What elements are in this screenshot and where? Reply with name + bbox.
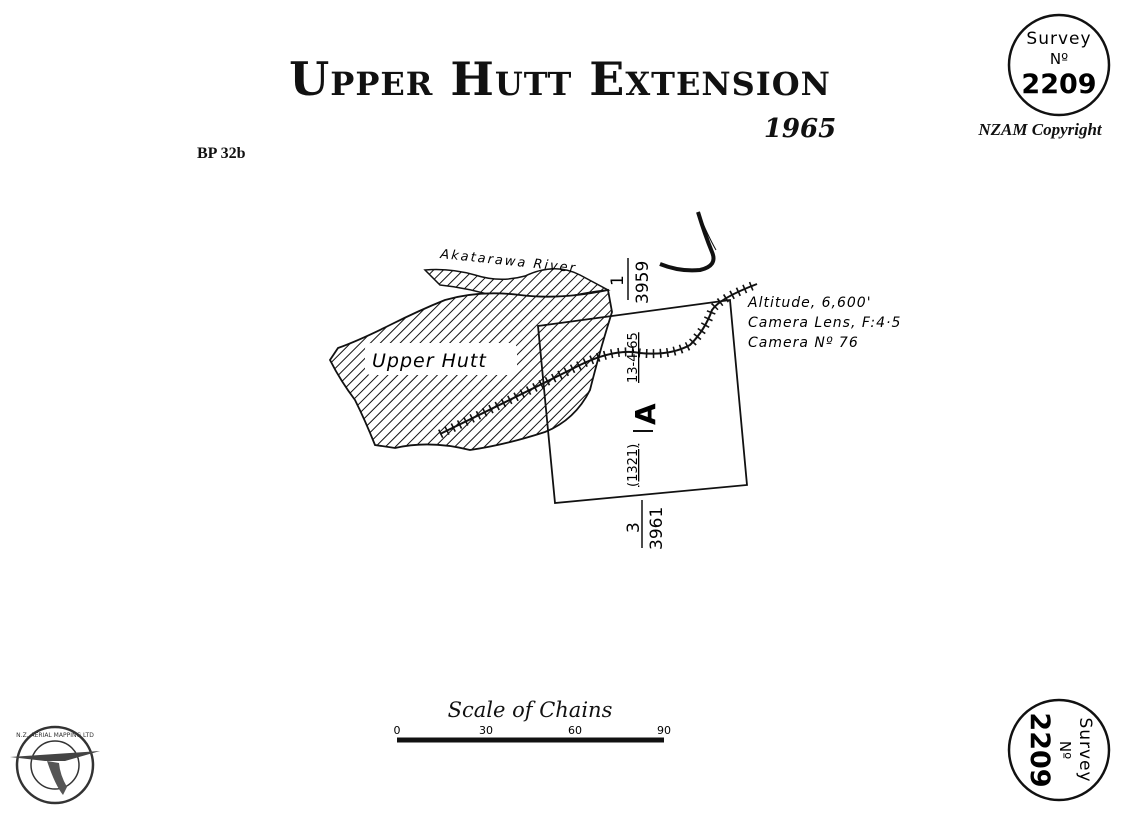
scale-tick-30: 30 (479, 724, 493, 737)
scale-tick-0: 0 (394, 724, 401, 737)
photo-coverage-frame (537, 298, 748, 504)
survey-stamp-bottom: Survey Nº 2209 (1007, 698, 1111, 802)
flight-camera-lens: Camera Lens, F:4·5 (748, 315, 901, 331)
stamp-top-number: 2209 (1021, 69, 1096, 100)
aerial-mapping-logo: N.Z. AERIAL MAPPING LTD (10, 725, 100, 805)
stamp-bottom-line1: Survey (1075, 717, 1095, 782)
photo-bottom-film: 3961 (647, 507, 667, 550)
logo-text: N.Z. AERIAL MAPPING LTD (16, 732, 94, 739)
photo-top-film: 3959 (633, 261, 653, 304)
stamp-top-line2: Nº (1050, 50, 1068, 68)
flight-date: 13-4-65 (626, 332, 641, 383)
stamp-bottom-line2: Nº (1056, 741, 1074, 759)
stamp-top-line1: Survey (1026, 29, 1091, 49)
photo-number-bottom: 3 3961 (624, 500, 667, 550)
flight-camera-number: Camera Nº 76 (748, 335, 859, 351)
flight-info: Altitude, 6,600' Camera Lens, F:4·5 Came… (747, 295, 901, 351)
railway-line (438, 279, 759, 439)
photo-bottom-number: 3 (624, 522, 644, 533)
photo-number-top: 1 3959 (608, 258, 653, 304)
run-number: (1321) (626, 444, 641, 487)
stamp-bottom-number: 2209 (1024, 712, 1055, 787)
flight-altitude: Altitude, 6,600' (747, 295, 872, 311)
town-label-background (365, 343, 517, 375)
map-title: Upper Hutt Extension (289, 52, 831, 106)
survey-stamp-top: Survey Nº 2209 (1007, 13, 1111, 117)
town-label: Upper Hutt (372, 350, 487, 372)
scale-tick-60: 60 (568, 724, 582, 737)
scale-bar: 0 30 60 90 (394, 724, 671, 743)
scale-tick-90: 90 (657, 724, 671, 737)
photo-top-number: 1 (608, 275, 628, 286)
map-year: 1965 (763, 114, 837, 144)
reference-code: BP 32b (197, 145, 246, 162)
scale-title: Scale of Chains (447, 698, 613, 722)
run-label: A (629, 403, 662, 425)
copyright-notice: NZAM Copyright (978, 120, 1102, 139)
